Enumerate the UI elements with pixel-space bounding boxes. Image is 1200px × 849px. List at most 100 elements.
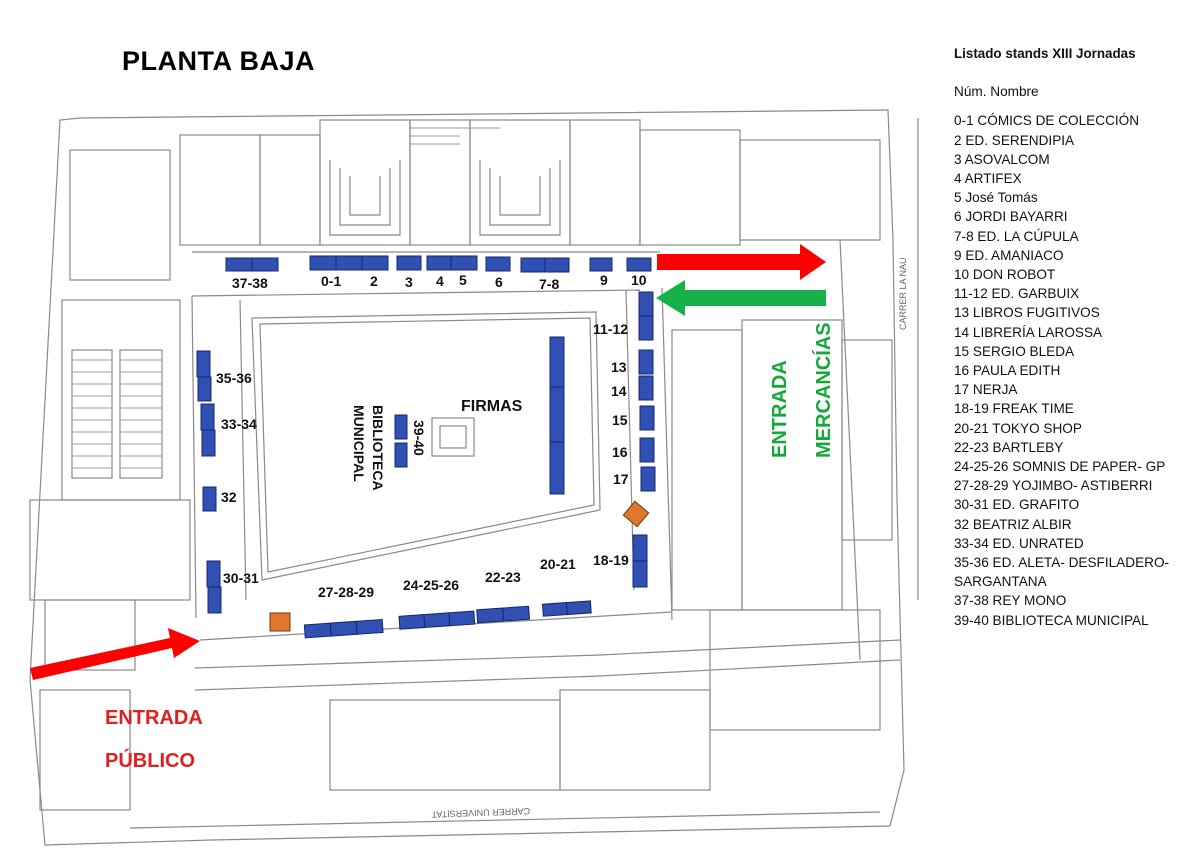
legend-item: 27-28-29 YOJIMBO- ASTIBERRI (954, 478, 1153, 494)
stand-36 (197, 376, 212, 402)
room-s4 (39, 689, 131, 811)
label-2: 2 (370, 273, 378, 289)
outer-wall-south-2 (194, 659, 901, 691)
legend-item: 17 NERJA (954, 382, 1018, 398)
stand-20 (541, 602, 568, 617)
stand-2 (361, 255, 389, 271)
stand-legend: Listado stands XIII Jornadas Núm. Nombre… (954, 44, 1194, 630)
firmas-label: FIRMAS (461, 398, 523, 415)
stand-34 (201, 429, 216, 457)
obstacle-south (269, 612, 291, 632)
legend-item: 39-40 BIBLIOTECA MUNICIPAL (954, 612, 1149, 628)
stand-12 (638, 315, 654, 341)
label-15: 15 (612, 412, 628, 428)
room-s3 (709, 609, 881, 731)
label-27-28-29: 27-28-29 (318, 584, 374, 600)
firmas-table-3 (549, 441, 565, 495)
label-30-31: 30-31 (223, 570, 259, 586)
legend-item: 2 ED. SERENDIPIA (954, 132, 1075, 148)
label-32: 32 (221, 489, 237, 505)
legend-item: 24-25-26 SOMNIS DE PAPER- GP (954, 459, 1166, 475)
stand-16 (639, 437, 655, 463)
legend-header: Núm. Nombre (954, 84, 1039, 100)
stand-7 (520, 257, 546, 273)
legend-item: 5 José Tomás (954, 190, 1038, 206)
room-s2 (559, 689, 711, 791)
room-e1 (671, 329, 743, 611)
steps-3 (349, 176, 381, 216)
label-37-38: 37-38 (232, 275, 268, 291)
stand-10 (626, 257, 652, 272)
steps-5 (489, 168, 551, 226)
stand-32 (202, 486, 217, 512)
label-7-8: 7-8 (539, 276, 559, 292)
legend-item: 14 LIBRERÍA LAROSSA (954, 324, 1103, 340)
arrow-shape (657, 244, 826, 280)
stand-26 (448, 610, 476, 627)
room-w2 (44, 599, 136, 671)
room-n5 (469, 119, 571, 246)
legend-item: 10 DON ROBOT (954, 267, 1056, 283)
legend-item: 6 JORDI BAYARRI (954, 209, 1068, 225)
courtyard-inner (259, 317, 595, 573)
label-24-25-26: 24-25-26 (403, 577, 459, 593)
entrada-publico-line2: PÚBLICO (105, 748, 195, 772)
label-9: 9 (600, 272, 608, 288)
legend-item: 7-8 ED. LA CÚPULA (954, 228, 1079, 244)
corridor-east (661, 287, 673, 621)
public-entrance-arrow (30, 628, 200, 680)
firmas-table-2 (549, 386, 565, 443)
stand-6 (485, 256, 511, 272)
obstacles (269, 500, 650, 632)
arrow-shape (30, 628, 200, 680)
room-n6 (569, 119, 641, 246)
stand-33 (200, 403, 215, 431)
entrada-mercancias-line1: ENTRADA (769, 360, 791, 458)
stand-9 (589, 257, 613, 272)
east-wall (839, 239, 861, 661)
fountain-inner (439, 425, 467, 449)
stand-3 (396, 255, 422, 271)
stand-19 (632, 560, 648, 588)
label-6: 6 (495, 274, 503, 290)
outer-wall-south (194, 639, 901, 669)
stand-24 (398, 614, 426, 630)
stand-8 (544, 257, 570, 273)
stand-21 (565, 600, 592, 616)
legend-item: 22-23 BARTLEBY (954, 439, 1064, 455)
fountain-base (431, 417, 475, 457)
entrada-publico-line1: ENTRADA (105, 707, 203, 729)
label-17: 17 (613, 471, 629, 487)
goods-exit-arrow (657, 244, 826, 280)
room-n1 (179, 134, 261, 246)
legend-item: 32 BEATRIZ ALBIR (954, 516, 1072, 532)
street-south-label: CARRER UNIVERSITAT (431, 806, 530, 819)
stand-15 (639, 405, 655, 431)
label-39-40: 39-40 (411, 420, 427, 456)
biblioteca-label-line2: MUNICIPAL (351, 405, 367, 482)
room-s1 (329, 699, 561, 791)
legend-item: 18-19 FREAK TIME (954, 401, 1074, 417)
label-11-12: 11-12 (593, 321, 628, 337)
room-n2 (259, 134, 321, 246)
arrow-shape (656, 280, 826, 316)
stand-28 (329, 620, 358, 637)
stand-22 (476, 607, 505, 624)
label-4: 4 (436, 273, 444, 289)
legend-item: 37-38 REY MONO (954, 593, 1067, 609)
room-n3 (319, 119, 411, 246)
legend-title: Listado stands XIII Jornadas (954, 46, 1136, 61)
biblioteca-label-line1: BIBLIOTECA (370, 405, 386, 491)
legend-item: 33-34 ED. UNRATED (954, 535, 1084, 551)
label-35-36: 35-36 (216, 370, 252, 386)
label-13: 13 (611, 359, 627, 375)
legend-item: 11-12 ED. GARBUIX (954, 286, 1080, 302)
obstacle-east (622, 500, 650, 528)
courtyard (251, 311, 601, 581)
stand-40 (394, 442, 408, 468)
stand-1 (335, 255, 363, 271)
stand-14 (638, 375, 654, 401)
stand-18 (632, 534, 648, 562)
legend-item: 20-21 TOKYO SHOP (954, 420, 1082, 436)
